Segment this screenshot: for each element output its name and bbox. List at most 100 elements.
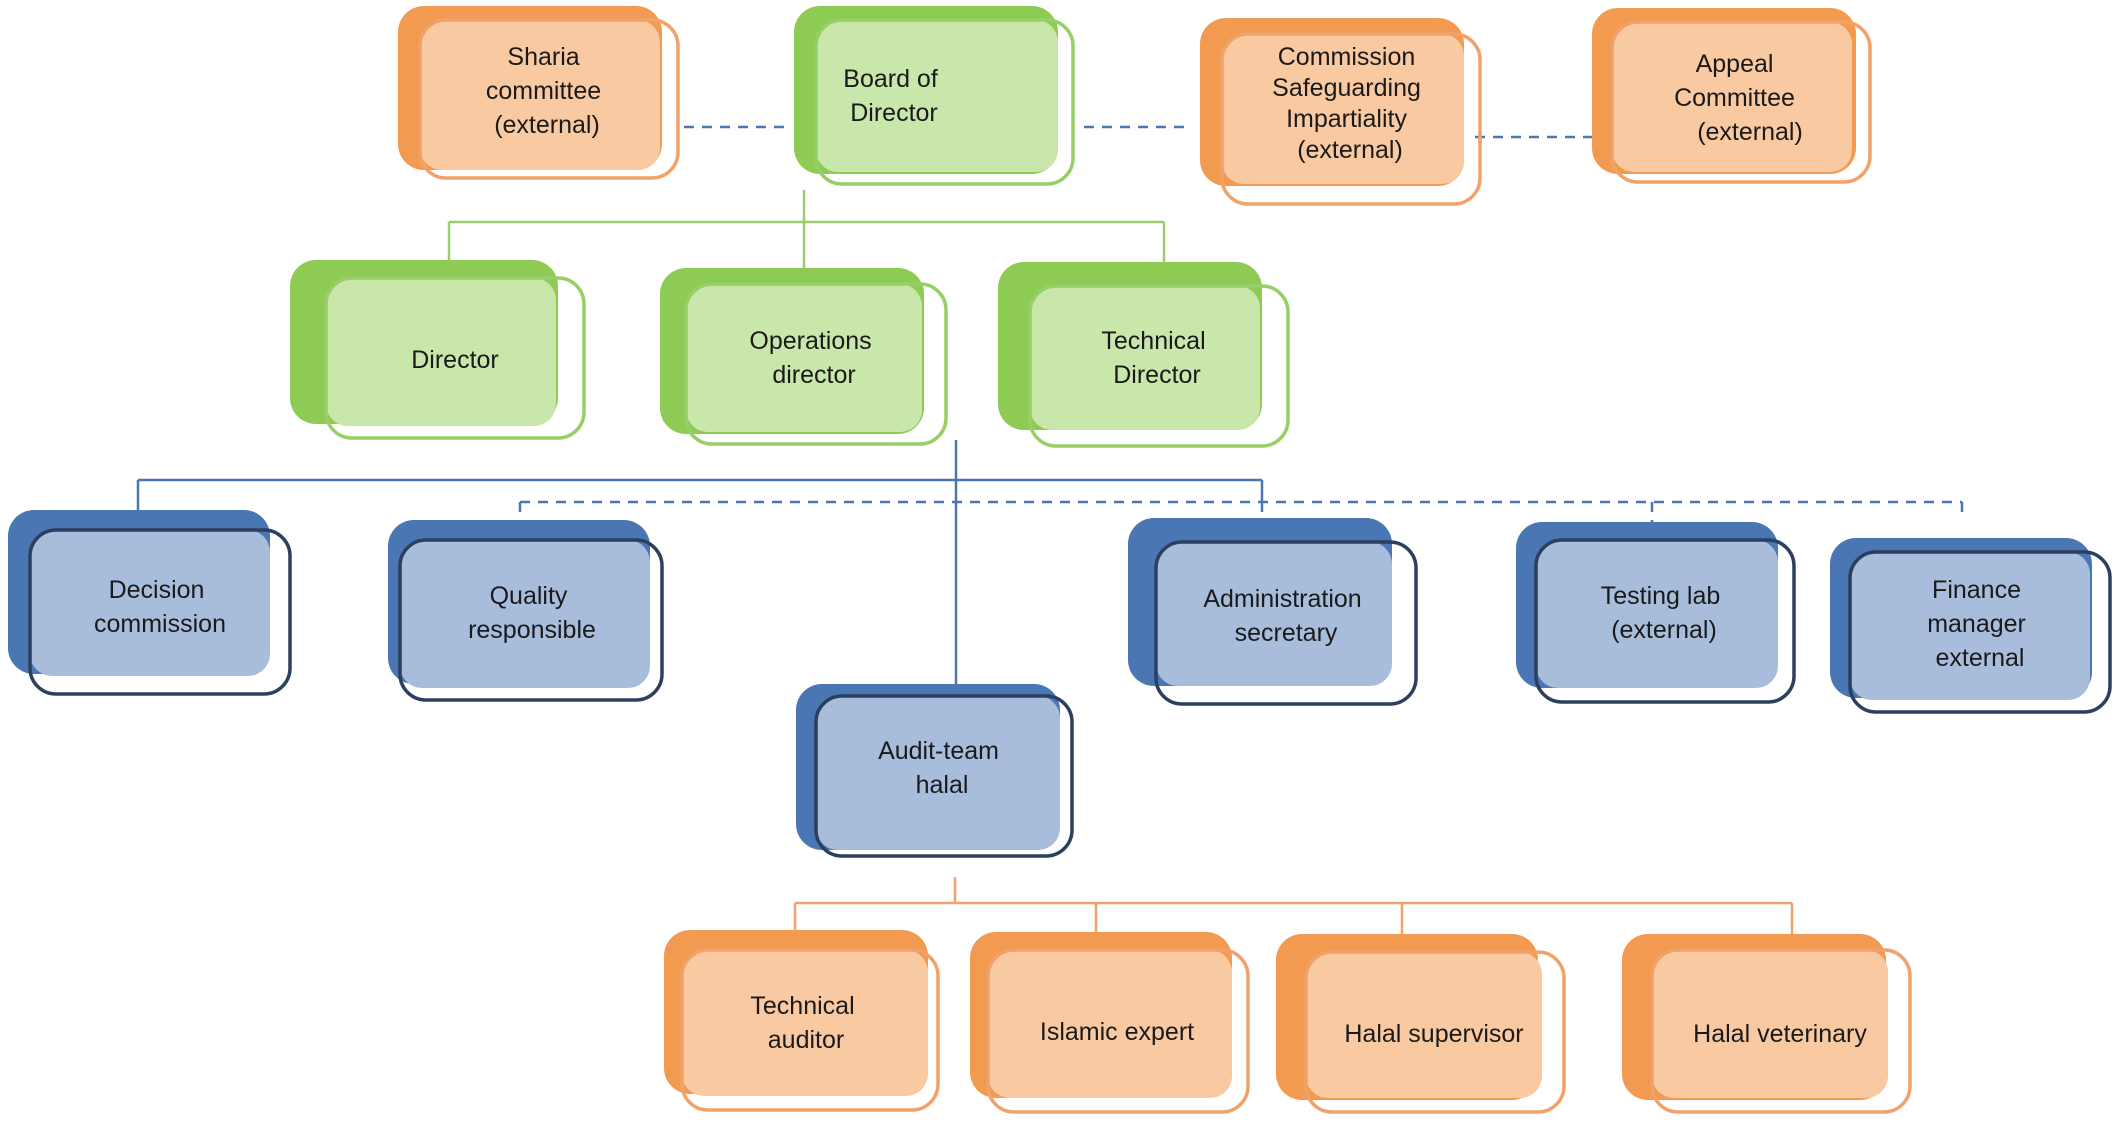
node-label-line: committee — [486, 77, 601, 105]
node-face — [326, 278, 556, 426]
node-face — [686, 284, 922, 432]
node-label-line: (external) — [1297, 136, 1403, 164]
node-label-line: Appeal — [1696, 50, 1774, 78]
node-label-line: secretary — [1235, 619, 1338, 647]
node-testing-lab[interactable]: Testing lab (external) — [1516, 522, 1796, 704]
node-face — [1536, 540, 1778, 688]
node-face — [988, 950, 1232, 1098]
node-face — [682, 950, 928, 1096]
node-face — [1652, 950, 1888, 1098]
node-label-line: external — [1936, 644, 2025, 672]
node-appeal-committee[interactable]: Appeal Committee (external) — [1592, 8, 1872, 184]
svg-text:Islamic expert: Islamic expert — [1040, 1018, 1194, 1046]
node-label-line: director — [772, 361, 855, 389]
node-finance-manager[interactable]: Finance manager external — [1830, 538, 2112, 714]
operations-to-staff-connector — [136, 440, 1264, 685]
node-outline — [1304, 950, 1566, 1114]
node-commission-safeguarding-impartiality[interactable]: Commission Safeguarding Impartiality (ex… — [1200, 18, 1482, 206]
svg-text:Operations director: Operations director — [749, 327, 878, 389]
svg-text:Director: Director — [411, 346, 499, 374]
node-label-line: Quality — [490, 582, 568, 610]
connectors — [136, 125, 1964, 935]
node-operations-director[interactable]: Operations director — [660, 268, 948, 446]
node-label-line: (external) — [1697, 118, 1803, 146]
node-label-line: Commission — [1278, 43, 1416, 71]
node-audit-team-halal[interactable]: Audit-team halal — [796, 684, 1074, 858]
node-halal-veterinary[interactable]: Halal veterinary — [1622, 934, 1912, 1114]
node-face — [816, 696, 1060, 850]
node-technical-director[interactable]: Technical Director — [998, 262, 1290, 448]
svg-text:Testing lab (external): Testing lab (external) — [1601, 582, 1727, 644]
node-label-line: Administration — [1203, 585, 1361, 613]
node-outline — [398, 538, 664, 702]
nodes: Sharia committee (external) Board of Dir… — [8, 6, 2112, 1114]
node-decision-commission[interactable]: Decision commission — [8, 510, 292, 696]
node-label-line: Testing lab — [1601, 582, 1721, 610]
node-technical-auditor[interactable]: Technical auditor — [664, 930, 940, 1112]
svg-text:Audit-team halal: Audit-team halal — [878, 737, 1006, 799]
node-label-line: Audit-team — [878, 737, 999, 765]
node-halal-supervisor[interactable]: Halal supervisor — [1276, 934, 1566, 1114]
node-outline — [684, 282, 948, 446]
node-face — [1306, 952, 1542, 1098]
node-face — [400, 540, 650, 688]
node-label-line: manager — [1927, 610, 2026, 638]
node-outline — [986, 948, 1250, 1114]
svg-text:Quality responsible: Quality responsible — [468, 582, 596, 644]
svg-text:Technical auditor: Technical auditor — [750, 992, 861, 1054]
node-board-of-director[interactable]: Board of Director — [794, 6, 1075, 186]
node-label-line: halal — [916, 771, 969, 799]
node-label-line: Committee — [1674, 84, 1795, 112]
node-label-line: (external) — [1611, 616, 1717, 644]
svg-text:Appeal Committee: Appeal Committee (external) — [1674, 50, 1803, 146]
svg-text:Board of Director: Board of Director — [843, 65, 944, 127]
node-label-line: (external) — [494, 111, 600, 139]
node-label-line: commission — [94, 610, 226, 638]
node-outline — [1534, 538, 1796, 704]
node-label-line: Operations — [749, 327, 871, 355]
node-outline — [1154, 540, 1418, 706]
svg-text:Decision commission: Decision commission — [94, 576, 226, 638]
node-label-line: Technical — [750, 992, 854, 1020]
node-quality-responsible[interactable]: Quality responsible — [388, 520, 664, 702]
node-face — [420, 20, 660, 170]
node-face — [1612, 22, 1852, 172]
node-outline — [1650, 948, 1912, 1114]
dashed-staff-connector — [518, 500, 1964, 522]
node-label-line: Director — [850, 99, 938, 127]
node-label-line: Finance — [1932, 576, 2021, 604]
node-director[interactable]: Director — [290, 260, 586, 440]
node-face — [816, 20, 1058, 172]
node-face — [1850, 552, 2090, 700]
node-label-line: Decision — [109, 576, 205, 604]
svg-text:Halal veterinary: Halal veterinary — [1693, 1020, 1867, 1048]
node-sharia-committee[interactable]: Sharia committee (external) — [398, 6, 680, 180]
node-islamic-expert[interactable]: Islamic expert — [970, 932, 1250, 1114]
node-administration-secretary[interactable]: Administration secretary — [1128, 518, 1418, 706]
svg-text:Commission Safeguardin: Commission Safeguarding Impartiality (ex… — [1272, 43, 1428, 164]
node-label-line: Technical — [1101, 327, 1205, 355]
node-label-line: Sharia — [507, 43, 579, 71]
node-label-line: responsible — [468, 616, 596, 644]
node-outline — [814, 18, 1075, 186]
node-outline — [1610, 20, 1872, 184]
node-label-line: Safeguarding — [1272, 74, 1421, 102]
svg-text:Finance manager: Finance manager external — [1927, 576, 2033, 672]
node-label-line: Director — [411, 346, 499, 374]
node-outline — [1848, 550, 2112, 714]
node-label-line: Islamic expert — [1040, 1018, 1194, 1046]
node-label-line: Halal supervisor — [1344, 1020, 1523, 1048]
node-outline — [814, 694, 1074, 858]
node-label-line: Director — [1113, 361, 1201, 389]
node-outline — [418, 18, 680, 180]
node-outline — [28, 528, 292, 696]
node-outline — [680, 948, 940, 1112]
svg-text:Administration secreta: Administration secretary — [1203, 585, 1368, 647]
svg-text:Halal supervisor: Halal supervisor — [1344, 1020, 1523, 1048]
svg-text:Technical Director: Technical Director — [1101, 327, 1212, 389]
node-face — [30, 530, 270, 676]
node-label-line: Halal veterinary — [1693, 1020, 1867, 1048]
node-label-line: Board of — [843, 65, 938, 93]
node-face — [1030, 286, 1260, 430]
